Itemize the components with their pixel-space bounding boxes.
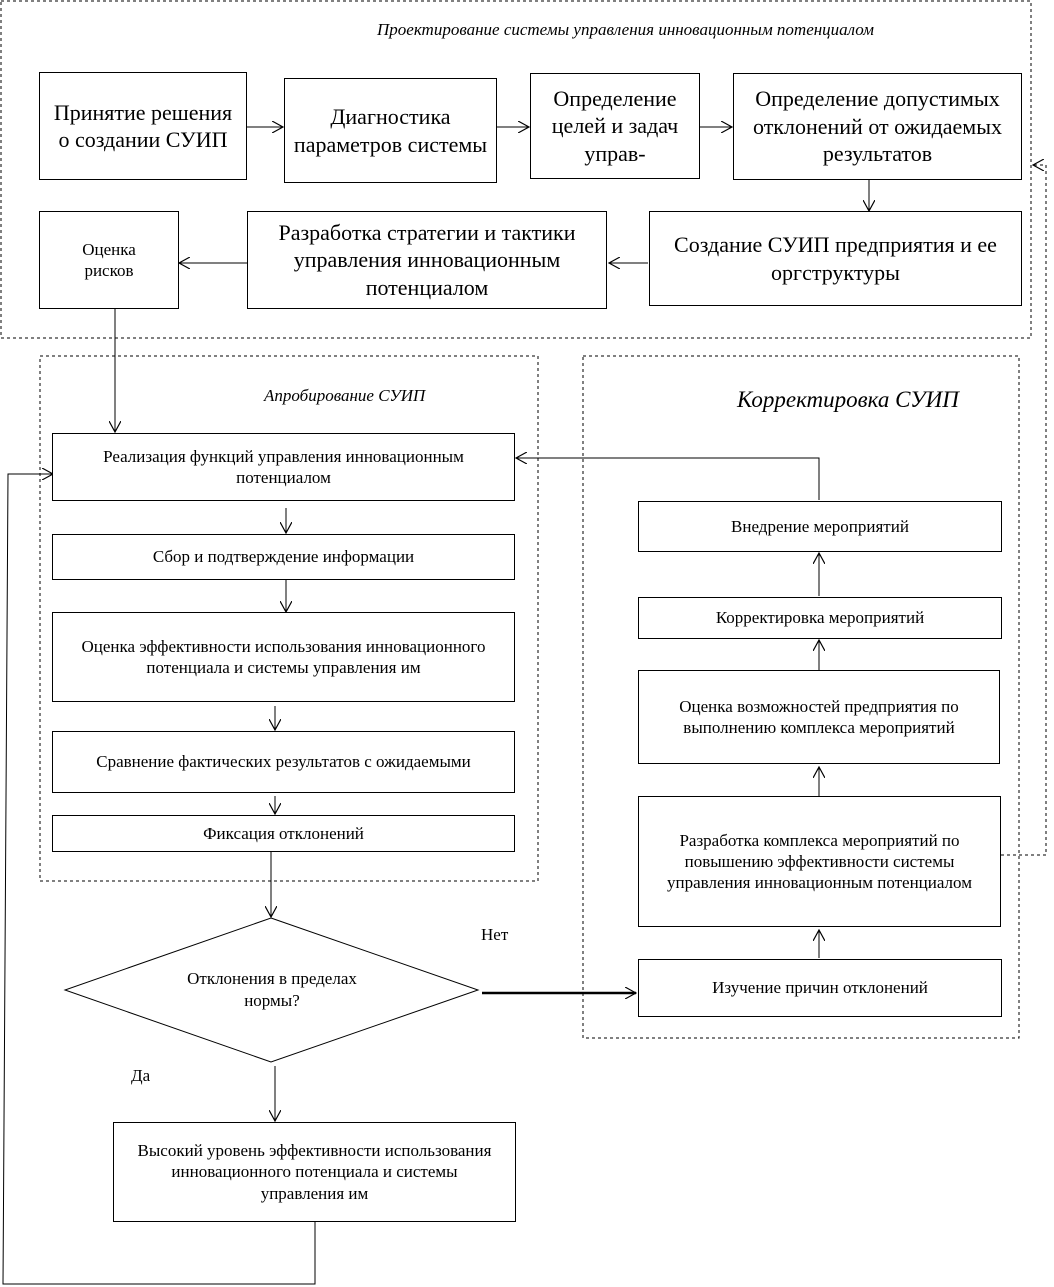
step-study-label: Изучение причин отклонений <box>712 978 928 998</box>
step-study: Изучение причин отклонений <box>638 959 1002 1017</box>
step-compare: Сравнение фактических результатов с ожид… <box>52 731 515 793</box>
arrow-deploy-to-implementation <box>516 458 820 500</box>
step-evaluate: Оценка эффективности использования иннов… <box>52 612 515 702</box>
testing-group-frame <box>39 355 539 882</box>
result-box: Высокий уровень эффективности использова… <box>113 1122 516 1222</box>
step-creation: Создание СУИП предприятия и ее оргструкт… <box>649 211 1022 306</box>
step-deploy: Внедрение мероприятий <box>638 501 1002 552</box>
dashed-arrow-develop-to-deviations <box>1001 165 1047 856</box>
step-develop-label: Разработка комплекса мероприятий по повы… <box>667 830 972 893</box>
correction-group-title: Корректировка СУИП <box>737 387 959 412</box>
feedback-loop-line <box>2 474 316 1285</box>
decision-question: Отклонения в пределах нормы? <box>187 969 357 1011</box>
step-develop: Разработка комплекса мероприятий по повы… <box>638 796 1001 927</box>
step-deviations: Определение допустимых отклонений от ожи… <box>733 73 1022 180</box>
design-group-title: Проектирование системы управления иннова… <box>377 20 875 39</box>
step-deviations-label: Определение допустимых отклонений от ожи… <box>752 86 1003 167</box>
step-strategy-label: Разработка стратегии и тактики управлени… <box>278 219 576 300</box>
result-label: Высокий уровень эффективности использова… <box>137 1141 492 1203</box>
step-compare-label: Сравнение фактических результатов с ожид… <box>96 752 471 772</box>
step-decision-label: Принятие решения о создании СУИП <box>53 99 233 153</box>
step-decision: Принятие решения о создании СУИП <box>39 72 247 180</box>
step-evaluate-label: Оценка эффективности использования иннов… <box>81 636 486 677</box>
step-diagnostics-label: Диагностика параметров системы <box>293 104 488 157</box>
step-implementation: Реализация функций управления инновацион… <box>52 433 515 501</box>
step-creation-label: Создание СУИП предприятия и ее оргструкт… <box>674 232 997 285</box>
step-adjust: Корректировка мероприятий <box>638 597 1002 639</box>
step-adjust-label: Корректировка мероприятий <box>715 608 925 628</box>
step-goals: Определение целей и задач управ- <box>530 73 700 179</box>
step-implementation-label: Реализация функций управления инновацион… <box>103 446 464 487</box>
decision-no-label: Нет <box>481 925 509 944</box>
decision-diamond <box>63 917 480 1063</box>
step-risks-label: Оценка рисков <box>82 239 136 280</box>
step-strategy: Разработка стратегии и тактики управлени… <box>247 211 607 309</box>
step-collect-label: Сбор и подтверждение информации <box>152 547 415 567</box>
step-capability-label: Оценка возможностей предприятия по выпол… <box>679 696 959 737</box>
decision-yes-label: Да <box>131 1066 151 1085</box>
step-fixation: Фиксация отклонений <box>52 815 515 852</box>
step-risks: Оценка рисков <box>39 211 179 309</box>
step-capability: Оценка возможностей предприятия по выпол… <box>638 670 1000 764</box>
step-diagnostics: Диагностика параметров системы <box>284 78 497 183</box>
step-deploy-label: Внедрение мероприятий <box>731 516 909 536</box>
step-fixation-label: Фиксация отклонений <box>203 823 364 843</box>
step-goals-label: Определение целей и задач управ- <box>551 85 679 166</box>
correction-group-frame <box>582 355 1020 1039</box>
step-collect: Сбор и подтверждение информации <box>52 534 515 580</box>
testing-group-title: Апробирование СУИП <box>264 386 426 405</box>
